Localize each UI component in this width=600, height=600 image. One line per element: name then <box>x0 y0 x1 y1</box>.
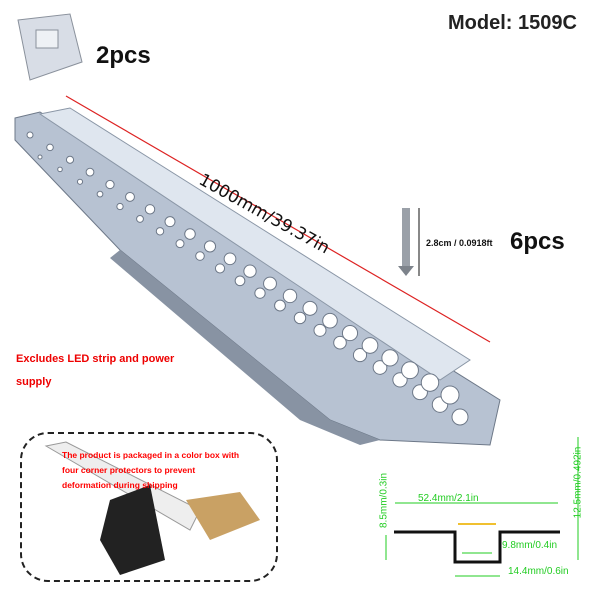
hole <box>361 337 379 354</box>
depth-label: 8.5mm/0.3in <box>378 472 390 529</box>
hole <box>223 252 237 266</box>
packaging-note: The product is packaged in a color box w… <box>62 450 240 490</box>
end-clip-quantity: 2pcs <box>96 42 151 69</box>
hole <box>195 251 205 261</box>
channel-width-label: 14.4mm/0.6in <box>508 566 569 577</box>
hole <box>65 155 75 164</box>
hole <box>37 154 43 160</box>
packaging-frame <box>20 432 278 582</box>
hole <box>263 276 277 291</box>
hole <box>214 263 226 274</box>
inner-width-label: 9.8mm/0.4in <box>502 540 558 551</box>
hole <box>243 264 257 278</box>
exclusion-notice: Excludes LED strip and power supply <box>16 353 175 388</box>
hole <box>175 239 185 249</box>
hole <box>234 275 246 287</box>
hole <box>352 348 368 363</box>
hole <box>282 288 298 304</box>
hole <box>322 312 338 329</box>
hole <box>451 408 469 426</box>
hole <box>293 311 307 325</box>
hole <box>274 299 286 312</box>
profile-holes <box>26 131 469 426</box>
hole <box>155 227 165 236</box>
hole <box>341 325 359 342</box>
cross-section-diagram <box>385 437 579 577</box>
hole <box>76 178 84 185</box>
hole <box>105 179 115 190</box>
hole <box>46 143 54 152</box>
hole <box>381 349 399 367</box>
total-width-label: 52.4mm/2.1in <box>418 493 479 504</box>
hole <box>85 167 95 177</box>
hole <box>440 385 460 405</box>
screw-quantity: 6pcs <box>510 228 565 255</box>
hole <box>401 361 419 380</box>
total-height-label: 12.5mm/0.492in <box>572 446 584 519</box>
length-dimension-line <box>65 95 491 343</box>
hole <box>136 214 144 223</box>
hole <box>144 204 156 215</box>
hole <box>26 131 34 139</box>
screw-image <box>398 208 420 276</box>
screw-size-label: 2.8cm / 0.0918ft <box>426 238 493 248</box>
hole <box>302 300 318 316</box>
end-clip-image <box>17 13 83 81</box>
hole <box>164 216 176 228</box>
hole <box>313 323 327 337</box>
hole <box>420 373 440 392</box>
profile-section <box>394 523 560 564</box>
hole <box>96 190 104 198</box>
hole <box>203 240 217 253</box>
hole <box>116 202 124 211</box>
hole <box>333 335 347 350</box>
hole <box>57 166 63 173</box>
model-label: Model: 1509C <box>448 12 577 34</box>
hole <box>184 228 196 240</box>
hole <box>254 287 266 299</box>
package-image <box>44 441 260 575</box>
hole <box>372 360 388 375</box>
hole <box>125 191 135 202</box>
